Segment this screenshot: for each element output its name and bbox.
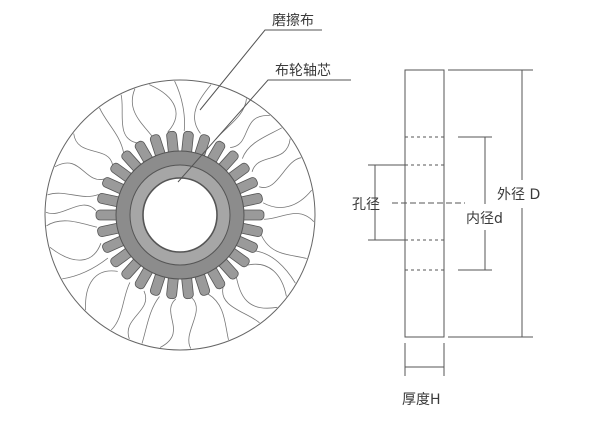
cloth-fiber [131, 88, 153, 137]
core-leader [177, 79, 351, 183]
cloth-fiber [251, 138, 291, 173]
cloth-fiber [110, 282, 131, 331]
cloth-fiber [159, 298, 177, 348]
core-label: 布轮轴芯 [275, 63, 331, 79]
thickness-label: 厚度H [402, 392, 441, 408]
abrasive-cloth-leader [199, 29, 322, 111]
cloth-fiber [99, 107, 124, 153]
wheel-side-view-icon [392, 69, 465, 338]
abrasive-cloth-label: 磨擦布 [272, 12, 314, 29]
cloth-fiber [255, 250, 296, 284]
cloth-fiber [263, 213, 315, 222]
cloth-fiber [62, 257, 109, 280]
cloth-fiber [230, 115, 270, 148]
cloth-fiber [49, 243, 102, 261]
cloth-fiber [174, 80, 185, 132]
cloth-fiber [45, 204, 97, 214]
cloth-fiber [73, 133, 113, 165]
center-hole [142, 177, 218, 253]
cloth-fiber [261, 235, 307, 259]
cloth-fiber [247, 263, 287, 297]
cloth-fiber [222, 287, 260, 324]
hole-diameter-label: 孔径 [352, 197, 380, 213]
cloth-fiber [141, 296, 160, 344]
thickness-dimension [404, 343, 445, 376]
cloth-fiber [188, 297, 197, 349]
inner-diameter-dimension [458, 136, 492, 271]
cloth-fiber [241, 127, 282, 159]
cloth-fiber [262, 189, 313, 208]
cloth-fibers [45, 80, 315, 349]
cloth-fiber [258, 157, 302, 188]
cloth-fiber [120, 94, 137, 144]
cloth-fiber [236, 277, 278, 309]
cloth-fiber [194, 84, 212, 134]
cloth-fiber [207, 293, 229, 340]
inner-diameter-label: 内径d [466, 211, 503, 227]
cloth-fiber [85, 270, 118, 311]
cloth-fiber [47, 192, 99, 197]
cloth-fiber [149, 84, 177, 133]
hole-diameter-dimension [368, 164, 405, 241]
core-teeth [95, 130, 265, 300]
outer-diameter-label: 外径 D [497, 187, 540, 203]
outer-diameter-dimension [448, 69, 533, 338]
cloth-fiber [46, 220, 97, 228]
cloth-fiber [127, 290, 147, 340]
wheel-front-view-icon [44, 79, 316, 351]
cloth-fiber [54, 162, 105, 180]
